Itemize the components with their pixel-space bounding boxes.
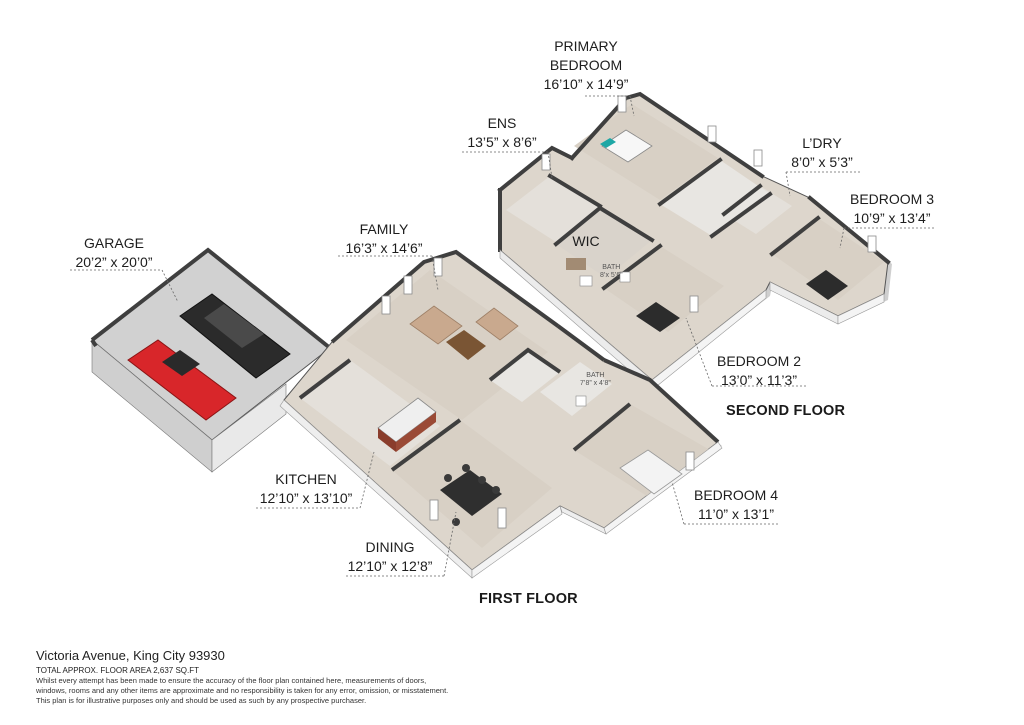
room-dimensions: 16’10” x 14’9” — [543, 76, 629, 92]
room-name: BEDROOM 4 — [693, 487, 778, 503]
bedroom-4-bed — [619, 449, 683, 495]
room-dimensions: 7’8” x 4’8” — [580, 380, 611, 387]
label-laundry: L’DRY 8’0” x 5’3” — [782, 134, 862, 172]
disclaimer-line: windows, rooms and any other items are a… — [36, 686, 449, 695]
room-name: BEDROOM — [549, 57, 623, 73]
room-name: FAMILY — [359, 221, 409, 237]
total-floor-area: TOTAL APPROX. FLOOR AREA 2,637 SQ.FT — [36, 666, 200, 675]
label-dining: DINING 12’10” x 12’8” — [336, 538, 444, 576]
disclaimer-line: Whilst every attempt has been made to en… — [36, 676, 427, 685]
room-name: KITCHEN — [275, 471, 337, 487]
room-name: WIC — [572, 233, 600, 249]
room-name: BATH — [602, 264, 621, 271]
room-name: BEDROOM 3 — [849, 191, 934, 207]
room-dimensions: 12’10” x 12’8” — [347, 558, 433, 574]
room-name: L’DRY — [802, 135, 842, 151]
primary-bedroom-floor — [574, 104, 718, 200]
dining-table — [440, 464, 502, 526]
room-dimensions: 16’3” x 14’6” — [345, 240, 423, 256]
room-dimensions: 11’0” x 13’1” — [697, 506, 774, 522]
second-floor-title: SECOND FLOOR — [726, 403, 846, 419]
label-primary-bedroom: PRIMARY BEDROOM 16’10” x 14’9” — [531, 37, 641, 94]
room-name: BEDROOM 2 — [716, 353, 801, 369]
room-dimensions: 13’0” x 11’3” — [720, 372, 797, 388]
footer: Victoria Avenue, King City 93930 TOTAL A… — [36, 648, 448, 706]
kitchen-island — [377, 397, 437, 452]
label-wic: WIC — [568, 232, 604, 251]
label-garage: GARAGE 20’2” x 20’0” — [66, 234, 162, 272]
black-suv — [179, 293, 291, 379]
room-name: BATH — [586, 372, 605, 379]
room-name: PRIMARY — [554, 38, 618, 54]
disclaimer-line: This plan is for illustrative purposes o… — [36, 696, 367, 705]
hall-floor — [660, 160, 770, 236]
first-floor-title: FIRST FLOOR — [479, 591, 578, 607]
bedroom-3-floor — [772, 218, 884, 300]
label-bedroom-4: BEDROOM 4 11’0” x 13’1” — [686, 486, 786, 524]
label-ensuite: ENS 13’5” x 8’6” — [456, 114, 548, 152]
label-kitchen: KITCHEN 12’10” x 13’10” — [252, 470, 360, 508]
room-dimensions: 10’9” x 13’4” — [853, 210, 931, 226]
room-dimensions: 12’10” x 13’10” — [259, 490, 353, 506]
primary-bed — [600, 129, 653, 163]
room-dimensions: 20’2” x 20’0” — [75, 254, 153, 270]
laundry-floor — [724, 186, 792, 234]
room-name: GARAGE — [84, 235, 144, 251]
red-car — [127, 339, 237, 421]
bedroom-2-bed — [636, 302, 680, 332]
label-family: FAMILY 16’3” x 14’6” — [334, 220, 434, 258]
label-bedroom-2: BEDROOM 2 13’0” x 11’3” — [706, 352, 812, 390]
label-bath-upper: BATH 8’x 5’6” — [600, 264, 623, 280]
room-name: DINING — [365, 539, 415, 555]
room-dimensions: 13’5” x 8’6” — [467, 134, 537, 150]
room-dimensions: 8’0” x 5’3” — [791, 154, 853, 170]
label-bedroom-3: BEDROOM 3 10’9” x 13’4” — [842, 190, 942, 228]
room-name: ENS — [487, 115, 517, 131]
label-bath-lower: BATH 7’8” x 4’8” — [580, 372, 611, 388]
family-sofas — [409, 305, 519, 360]
bedroom-3-bed — [806, 270, 848, 300]
room-dimensions: 8’x 5’6” — [600, 272, 623, 279]
property-address: Victoria Avenue, King City 93930 — [36, 648, 225, 663]
first-floor-model — [90, 247, 723, 579]
